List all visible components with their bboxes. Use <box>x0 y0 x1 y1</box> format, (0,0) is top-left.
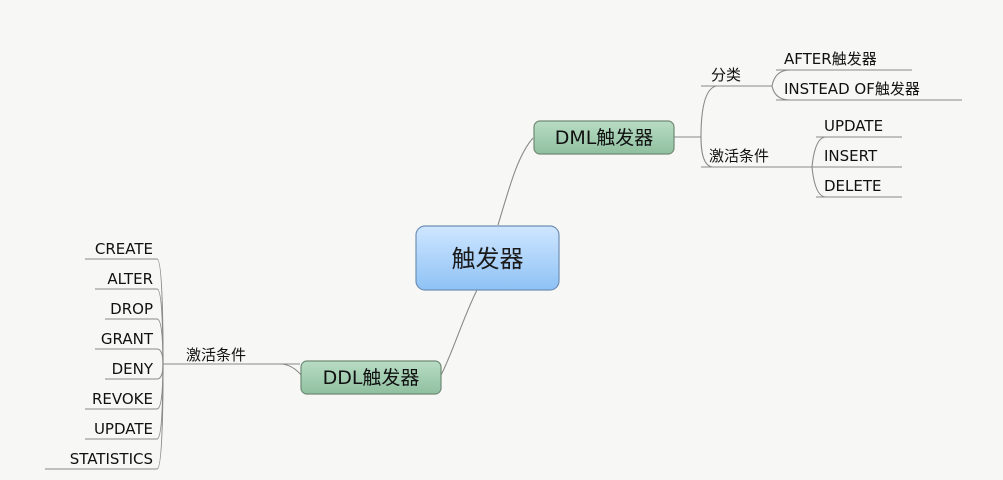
ddl-activation-item[interactable]: GRANT <box>101 330 154 348</box>
connector-ddl-item <box>156 348 164 365</box>
ddl-trigger-node[interactable]: DDL触发器 <box>300 360 442 395</box>
dml-trigger-node[interactable]: DML触发器 <box>533 120 675 155</box>
connector-ddl-item <box>156 363 164 380</box>
ddl-activation-label[interactable]: 激活条件 <box>186 346 246 364</box>
connector-root-ddl <box>439 289 478 378</box>
dml-activation-item[interactable]: UPDATE <box>824 117 883 135</box>
ddl-label: DDL触发器 <box>323 367 420 389</box>
ddl-activation-item[interactable]: DENY <box>112 360 154 378</box>
connector-dml-branches <box>673 85 717 168</box>
dml-classify-label[interactable]: 分类 <box>711 66 741 84</box>
ddl-item-connectors <box>45 258 164 470</box>
dml-classify-item[interactable]: AFTER触发器 <box>784 50 877 68</box>
root-label: 触发器 <box>452 245 524 273</box>
dml-activation-item[interactable]: INSERT <box>824 147 878 165</box>
connector-ddl-item <box>156 363 164 470</box>
ddl-activation-item[interactable]: UPDATE <box>94 420 153 438</box>
dml-activation-item[interactable]: DELETE <box>824 177 882 195</box>
ddl-activation-item[interactable]: ALTER <box>107 270 153 288</box>
ddl-activation-item[interactable]: CREATE <box>95 240 153 258</box>
dml-label: DML触发器 <box>555 127 654 149</box>
ddl-activation-item[interactable]: REVOKE <box>92 390 153 408</box>
ddl-activation-item[interactable]: STATISTICS <box>70 450 153 468</box>
connector-root-dml <box>497 137 534 226</box>
root-node[interactable]: 触发器 <box>415 225 560 291</box>
ddl-activation-item[interactable]: DROP <box>110 300 153 318</box>
dml-activation-label[interactable]: 激活条件 <box>709 147 769 165</box>
connector-ddl-node <box>279 363 303 377</box>
dml-classify-item[interactable]: INSTEAD OF触发器 <box>784 80 920 98</box>
ddl-activation-items: CREATE ALTER DROP GRANT DENY REVOKE UPDATE STAT… <box>70 240 154 468</box>
